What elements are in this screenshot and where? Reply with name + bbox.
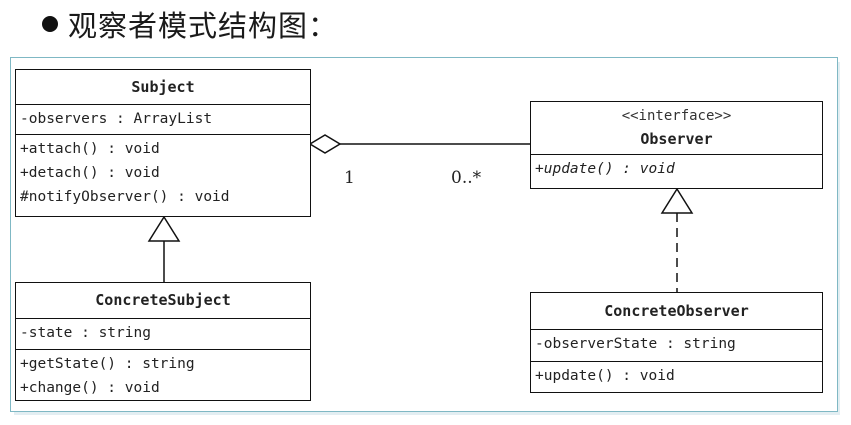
class-subject: Subject -observers : ArrayList +attach()… xyxy=(15,69,311,217)
class-concrete-subject-header: ConcreteSubject xyxy=(16,283,310,319)
method: +attach() : void xyxy=(20,141,160,157)
class-observer-methods: +update() : void xyxy=(531,155,822,183)
realization-triangle xyxy=(660,187,694,214)
class-concrete-observer-attributes: -observerState : string xyxy=(531,330,822,362)
heading: 观察者模式结构图： xyxy=(42,4,338,44)
class-concrete-observer-methods: +update() : void xyxy=(531,362,822,390)
class-name: Observer xyxy=(640,130,713,148)
multiplicity-observer: 0..* xyxy=(451,168,482,188)
attribute: -observers : ArrayList xyxy=(20,111,213,127)
class-subject-methods: +attach() : void +detach() : void #notif… xyxy=(16,135,310,211)
method: +change() : void xyxy=(20,380,160,396)
method: +update() : void xyxy=(535,161,675,177)
attribute: -observerState : string xyxy=(535,336,736,352)
page-title: 观察者模式结构图： xyxy=(68,9,339,43)
class-subject-header: Subject xyxy=(16,70,310,105)
generalization-triangle xyxy=(147,215,181,242)
method: +detach() : void xyxy=(20,165,160,181)
class-concrete-subject-attributes: -state : string xyxy=(16,319,310,350)
bullet-icon xyxy=(42,16,58,32)
class-name: ConcreteObserver xyxy=(604,302,749,320)
method: #notifyObserver() : void xyxy=(20,189,230,205)
multiplicity-subject: 1 xyxy=(344,168,355,188)
class-concrete-subject: ConcreteSubject -state : string +getStat… xyxy=(15,282,311,401)
class-subject-attributes: -observers : ArrayList xyxy=(16,105,310,135)
class-observer-header: <<interface>> Observer xyxy=(531,102,822,155)
aggregation-diamond xyxy=(308,134,342,154)
method: +update() : void xyxy=(535,368,675,384)
class-concrete-subject-methods: +getState() : string +change() : void xyxy=(16,350,310,402)
class-observer: <<interface>> Observer +update() : void xyxy=(530,101,823,189)
attribute: -state : string xyxy=(20,325,151,341)
class-name: ConcreteSubject xyxy=(95,291,231,309)
method: +getState() : string xyxy=(20,356,195,372)
stereotype: <<interface>> xyxy=(621,108,732,124)
class-concrete-observer: ConcreteObserver -observerState : string… xyxy=(530,292,823,393)
class-name: Subject xyxy=(131,78,195,96)
class-concrete-observer-header: ConcreteObserver xyxy=(531,293,822,330)
